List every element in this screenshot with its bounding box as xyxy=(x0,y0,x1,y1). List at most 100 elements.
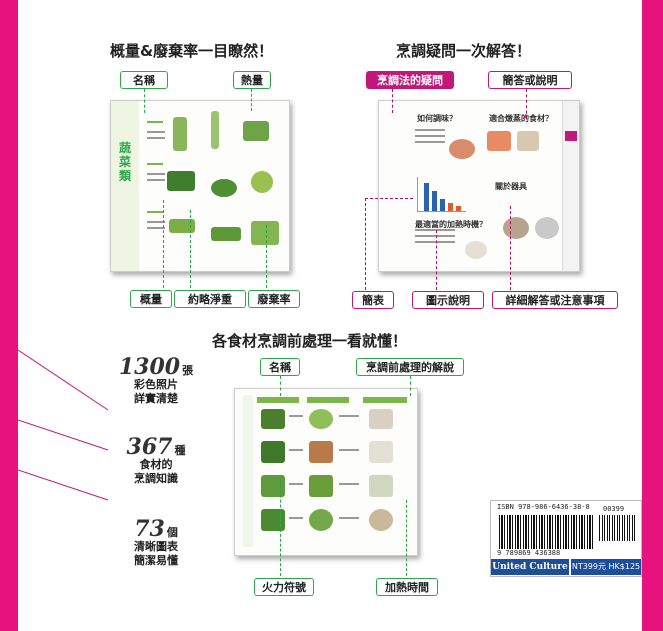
stat-unit: 個 xyxy=(166,526,178,539)
stat-unit: 種 xyxy=(174,444,186,457)
tag-heat-symbol: 火力符號 xyxy=(254,578,314,596)
veg-photo xyxy=(261,475,285,497)
heading-prep: 各食材烹調前處理一看就懂！ xyxy=(212,332,408,350)
veg-photo xyxy=(251,221,279,245)
barcode-addon-bars xyxy=(599,515,637,541)
stat-line: 清晰圖表 xyxy=(134,540,178,553)
heading-portion-waste: 概量&廢棄率一目瞭然！ xyxy=(110,42,274,60)
connector xyxy=(392,89,393,113)
tag-approx-net-weight: 約略淨重 xyxy=(174,290,246,308)
connector xyxy=(266,225,267,288)
veg-photo xyxy=(369,475,393,497)
veg-photo xyxy=(251,171,273,193)
connector xyxy=(526,89,527,119)
veg-photo xyxy=(309,475,333,497)
veg-photo xyxy=(369,409,393,429)
connector xyxy=(251,89,252,111)
connector xyxy=(280,480,281,576)
connector xyxy=(144,89,145,113)
stat-line: 詳實清楚 xyxy=(134,392,178,405)
book-heading: 適合燉蒸的食材？ xyxy=(489,114,553,123)
chart-bar xyxy=(432,191,437,211)
heading-cooking-questions: 烹調疑問一次解答！ xyxy=(396,42,532,60)
barcode-block: ISBN 978-986-6436-38-8 00399 9 789869 43… xyxy=(490,500,642,577)
book-title: 蔬菜類 xyxy=(119,141,132,183)
book-tab-strip xyxy=(562,101,579,271)
tag-waste-rate: 廢棄率 xyxy=(248,290,300,308)
stat-connectors xyxy=(18,349,109,501)
barcode-addon-number: 00399 xyxy=(603,505,625,513)
chart-bar xyxy=(424,183,429,211)
book-heading: 如何調味？ xyxy=(417,114,457,123)
veg-photo xyxy=(261,441,285,463)
tag-portion: 概量 xyxy=(130,290,172,308)
food-photo xyxy=(465,241,487,259)
book-side-panel xyxy=(111,101,139,271)
stat-line: 食材的 xyxy=(139,458,173,471)
tag-detailed-answer: 詳細解答或注意事項 xyxy=(492,291,618,309)
stat-line: 彩色照片 xyxy=(134,378,178,391)
tag-short-answer: 簡答或說明 xyxy=(488,71,572,89)
connector xyxy=(190,210,191,288)
connector xyxy=(406,500,407,576)
tag-prep-explanation: 烹調前處理的解說 xyxy=(356,358,464,376)
chart-bar xyxy=(456,206,461,211)
tag-cooking-question: 烹調法的疑問 xyxy=(366,71,454,89)
chart-bar xyxy=(440,199,445,211)
food-photo xyxy=(535,217,559,239)
tag-ingredient-name: 名稱 xyxy=(260,358,300,376)
stat-number: 73 xyxy=(134,516,165,542)
book-tab-active xyxy=(565,131,577,141)
barcode-bars xyxy=(499,515,594,549)
book-preview-questions: 如何調味？ 適合燉蒸的食材？ 關於器具 最適當的加熱時機？ xyxy=(378,100,580,272)
book-preview-prep xyxy=(234,388,418,556)
veg-photo xyxy=(211,111,219,149)
veg-photo xyxy=(211,179,237,197)
tag-illustration: 圖示說明 xyxy=(412,291,484,309)
tag-name: 名稱 xyxy=(120,71,168,89)
tag-heating-time: 加熱時間 xyxy=(376,578,438,596)
veg-photo xyxy=(309,441,333,463)
book-side-panel xyxy=(243,395,253,547)
connector xyxy=(280,376,281,396)
connector xyxy=(510,206,511,290)
connector xyxy=(365,198,366,290)
veg-photo xyxy=(369,509,393,531)
book-heading: 關於器具 xyxy=(495,182,527,191)
veg-photo xyxy=(309,509,333,531)
connector xyxy=(436,230,437,290)
chart-bar xyxy=(448,203,453,211)
flyer-page: 概量&廢棄率一目瞭然！ 名稱 熱量 蔬菜類 概量 約略淨重 廢棄率 烹調疑問一次… xyxy=(18,0,642,631)
veg-photo xyxy=(243,121,269,141)
veg-photo xyxy=(211,227,241,241)
book-heading: 最適當的加熱時機？ xyxy=(415,220,487,229)
book-preview-vegetables: 蔬菜類 xyxy=(110,100,290,272)
veg-photo xyxy=(261,409,285,429)
veg-photo xyxy=(173,117,187,151)
isbn-text: ISBN 978-986-6436-38-8 xyxy=(497,503,590,511)
stat-unit: 張 xyxy=(182,364,194,377)
food-photo xyxy=(487,131,511,151)
stat-number: 367 xyxy=(126,434,173,460)
connector xyxy=(163,200,164,288)
stat-number: 1300 xyxy=(118,354,181,380)
food-photo xyxy=(449,139,475,159)
veg-photo xyxy=(309,409,333,429)
veg-photo xyxy=(167,171,195,191)
veg-photo xyxy=(169,219,195,233)
tag-calories: 熱量 xyxy=(233,71,271,89)
connector xyxy=(365,198,413,199)
veg-photo xyxy=(369,441,393,463)
connector xyxy=(410,376,411,396)
tag-summary-table: 簡表 xyxy=(352,291,394,309)
food-photo xyxy=(517,131,539,151)
veg-photo xyxy=(261,509,285,531)
barcode-number: 9 789869 436388 xyxy=(497,549,561,557)
stat-line: 簡潔易懂 xyxy=(134,554,178,567)
food-photo xyxy=(503,217,529,239)
price-label: NT399元 HK$125 xyxy=(571,559,641,575)
stat-line: 烹調知識 xyxy=(134,472,178,485)
publisher-logo: United Culture xyxy=(491,559,569,575)
